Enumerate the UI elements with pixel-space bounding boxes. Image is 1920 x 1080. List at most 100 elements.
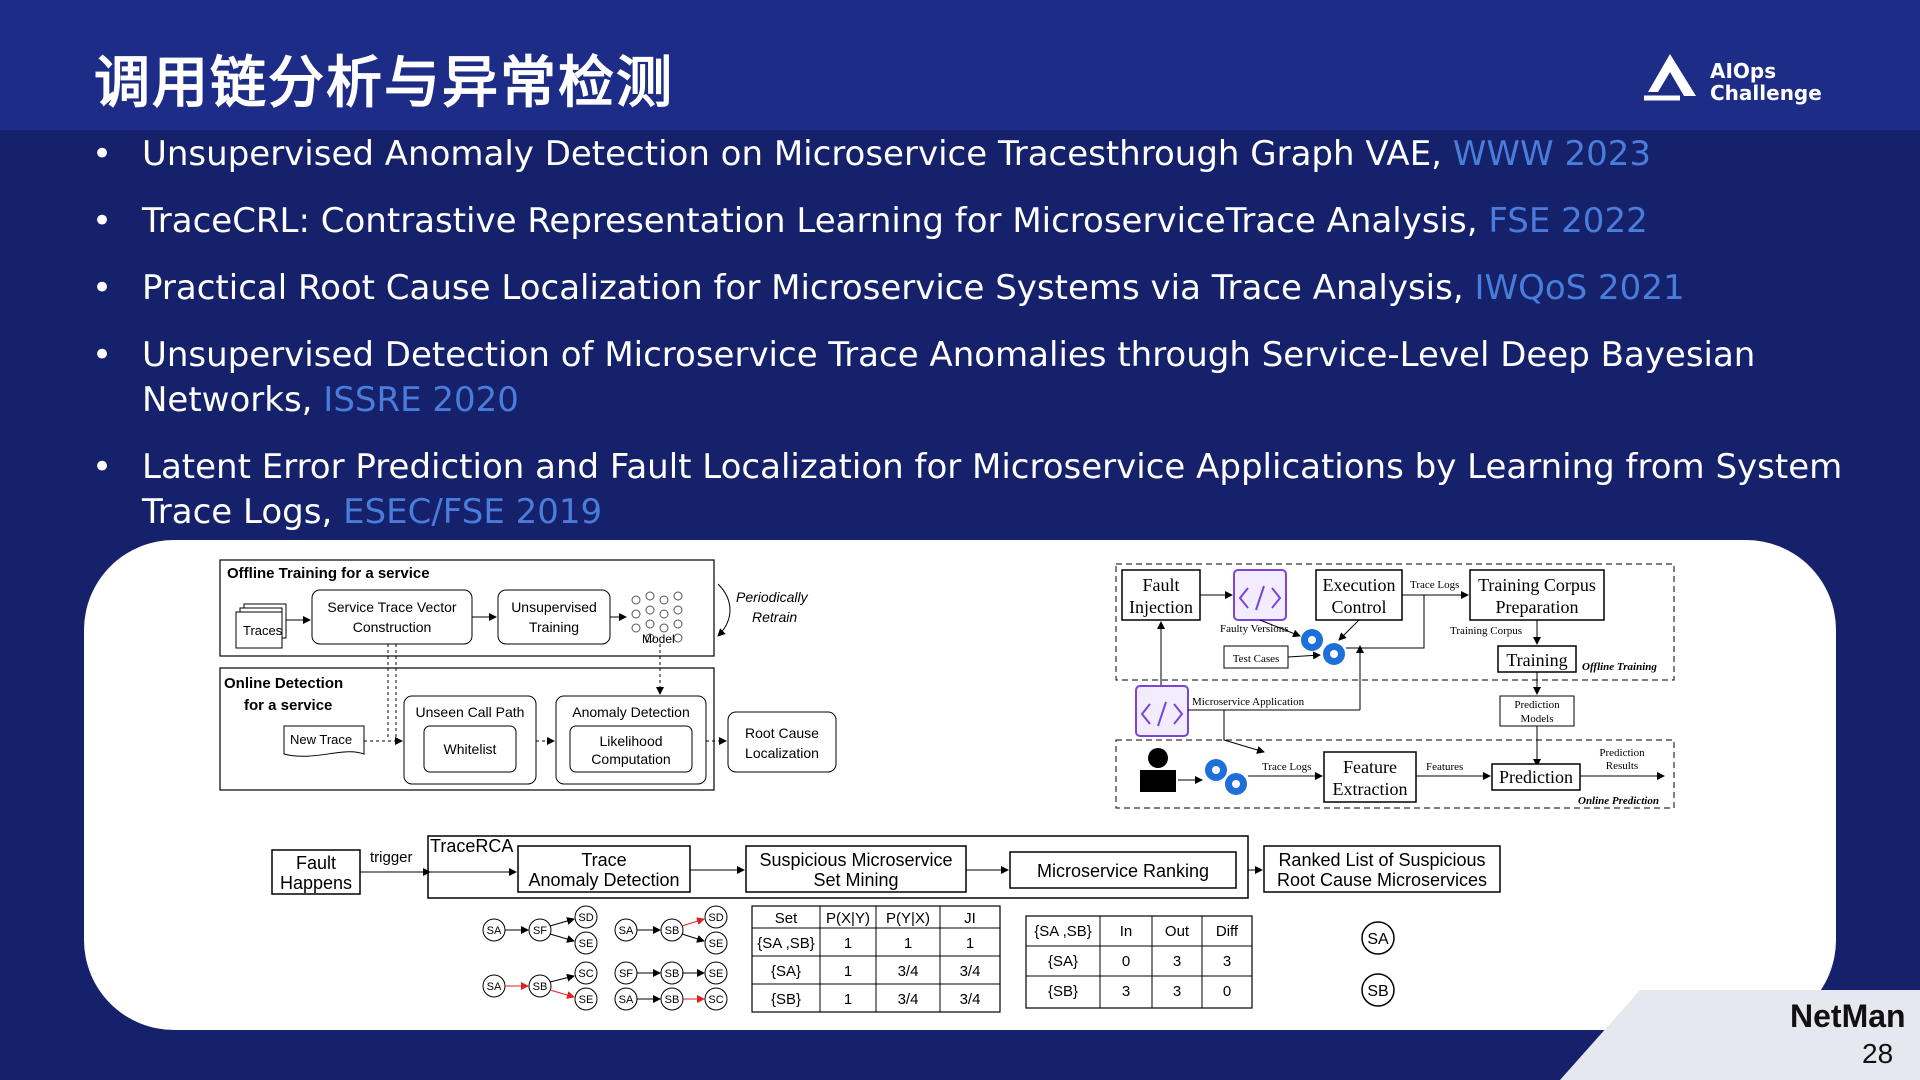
svg-text:Preparation: Preparation xyxy=(1496,597,1579,617)
reference-venue[interactable]: ISSRE 2020 xyxy=(323,380,519,420)
table1-header: P(X|Y) xyxy=(826,910,870,927)
table1-cell: 3/4 xyxy=(898,991,919,1008)
svg-text:Anomaly Detection: Anomaly Detection xyxy=(572,704,690,720)
figure-error-prediction-pipeline: Fault Injection Faulty Versions Test Cas… xyxy=(1115,563,1675,809)
figures-panel: Offline Training for a service Traces Se… xyxy=(84,540,1836,1030)
tracerca-box xyxy=(427,835,1249,899)
new-trace-doc xyxy=(283,725,365,757)
svg-text:Root Cause: Root Cause xyxy=(745,725,819,741)
svg-text:Suspicious Microservice: Suspicious Microservice xyxy=(759,850,952,870)
reference-title: Practical Root Cause Localization for Mi… xyxy=(142,268,1475,308)
svg-text:SD: SD xyxy=(578,912,593,924)
svg-text:Results: Results xyxy=(1606,760,1638,772)
svg-text:SF: SF xyxy=(619,968,633,980)
svg-text:Root Cause Microservices: Root Cause Microservices xyxy=(1277,870,1487,890)
svg-text:Whitelist: Whitelist xyxy=(444,741,497,757)
svg-text:Microservice Application: Microservice Application xyxy=(1192,696,1305,708)
table1-header: P(Y|X) xyxy=(886,910,930,927)
reference-venue[interactable]: FSE 2022 xyxy=(1488,201,1648,241)
svg-text:New Trace: New Trace xyxy=(290,732,352,747)
svg-text:Anomaly Detection: Anomaly Detection xyxy=(528,870,679,890)
svg-text:Construction: Construction xyxy=(353,619,432,635)
svg-text:SF: SF xyxy=(533,925,547,937)
svg-text:SE: SE xyxy=(709,968,724,980)
svg-text:SB: SB xyxy=(665,968,680,980)
ranked-list-box xyxy=(1263,845,1501,893)
svg-text:Set Mining: Set Mining xyxy=(813,870,898,890)
svg-text:Training: Training xyxy=(1506,650,1567,670)
aiops-logo: AIOps Challenge xyxy=(1640,50,1830,110)
table1-cell: {SA ,SB} xyxy=(757,935,815,952)
svg-text:Periodically: Periodically xyxy=(736,589,809,605)
svg-text:SB: SB xyxy=(665,994,680,1006)
svg-text:Trace Logs: Trace Logs xyxy=(1410,579,1459,591)
svg-text:SB: SB xyxy=(533,981,548,993)
trace-anomaly-detection-box xyxy=(517,845,691,893)
svg-text:SB: SB xyxy=(665,925,680,937)
svg-text:SC: SC xyxy=(578,968,593,980)
reference-item: •TraceCRL: Contrastive Representation Le… xyxy=(92,201,1648,241)
table1-header: JI xyxy=(964,910,976,927)
execution-control-box xyxy=(1315,569,1403,621)
header-bar xyxy=(0,0,1920,130)
svg-text:Likelihood: Likelihood xyxy=(599,733,662,749)
svg-text:SE: SE xyxy=(579,994,594,1006)
svg-text:Prediction: Prediction xyxy=(1599,747,1645,759)
svg-text:Execution: Execution xyxy=(1323,575,1396,595)
svg-text:Service Trace Vector: Service Trace Vector xyxy=(327,599,457,615)
svg-text:Ranked List of Suspicious: Ranked List of Suspicious xyxy=(1278,850,1485,870)
reference-title: Latent Error Prediction and Fault Locali… xyxy=(142,447,1843,532)
prediction-box xyxy=(1491,763,1581,791)
svg-text:Fault: Fault xyxy=(1142,575,1179,595)
table1-cell: {SB} xyxy=(771,991,801,1008)
gear-icon xyxy=(1301,629,1345,665)
svg-text:Unsupervised: Unsupervised xyxy=(511,599,597,615)
table1-cell: 1 xyxy=(966,935,974,952)
svg-text:Offline Training: Offline Training xyxy=(1582,661,1657,673)
reference-item: •Practical Root Cause Localization for M… xyxy=(92,268,1685,308)
suspicious-set-mining-box xyxy=(745,845,967,893)
logo-text-challenge: Challenge xyxy=(1710,81,1822,105)
reference-venue[interactable]: IWQoS 2021 xyxy=(1474,268,1685,308)
reference-item: •Latent Error Prediction and Fault Local… xyxy=(92,447,1843,532)
svg-text:Training Corpus: Training Corpus xyxy=(1478,575,1596,595)
table2-cell: {SA} xyxy=(1048,953,1078,970)
page-title: 调用链分析与异常检测 xyxy=(94,51,674,116)
svg-text:Injection: Injection xyxy=(1129,597,1193,617)
microservice-ranking-box xyxy=(1009,851,1237,889)
table2-cell: 0 xyxy=(1223,983,1231,1000)
svg-text:Unseen Call Path: Unseen Call Path xyxy=(416,704,525,720)
fault-injection-box xyxy=(1121,569,1201,621)
table1-cell: 1 xyxy=(844,963,852,980)
svg-text:Test Cases: Test Cases xyxy=(1233,653,1280,665)
svg-text:SE: SE xyxy=(709,938,724,950)
gear-icon xyxy=(1205,759,1247,795)
svg-text:Online Detection: Online Detection xyxy=(224,675,343,692)
offline-training-region xyxy=(1115,563,1675,681)
reference-item: •Unsupervised Detection of Microservice … xyxy=(92,335,1756,420)
logo-text-aiops: AIOps xyxy=(1710,59,1777,83)
table2-cell: {SB} xyxy=(1048,983,1078,1000)
offline-training-title: Offline Training for a service xyxy=(227,565,430,582)
table1-cell: 1 xyxy=(904,935,912,952)
svg-text:Control: Control xyxy=(1331,597,1386,617)
table2-cell: 0 xyxy=(1122,953,1130,970)
ranked-node: SA xyxy=(1367,931,1389,948)
table2-cell: 3 xyxy=(1173,983,1181,1000)
ranking-table: {SA ,SB} In Out Diff {SA} 0 3 3 {SB} 3 3… xyxy=(1025,915,1253,1009)
traces-stack xyxy=(235,611,283,649)
reference-venue[interactable]: WWW 2023 xyxy=(1452,134,1651,174)
svg-text:SA: SA xyxy=(619,925,634,937)
root-cause-localization-box xyxy=(727,711,837,773)
svg-text:Retrain: Retrain xyxy=(752,609,797,625)
svg-text:SE: SE xyxy=(579,938,594,950)
reference-title: TraceCRL: Contrastive Representation Lea… xyxy=(142,201,1489,241)
table2-cell: 3 xyxy=(1223,953,1231,970)
svg-text:Training Corpus: Training Corpus xyxy=(1450,625,1522,637)
svg-text:Online Prediction: Online Prediction xyxy=(1578,795,1659,807)
svg-text:Fault: Fault xyxy=(296,853,336,873)
code-window-icon xyxy=(1135,685,1189,737)
reference-venue[interactable]: ESEC/FSE 2019 xyxy=(343,492,603,532)
figure-trace-anomaly-pipeline: Offline Training for a service Traces Se… xyxy=(219,559,837,791)
online-prediction-region xyxy=(1115,739,1675,809)
